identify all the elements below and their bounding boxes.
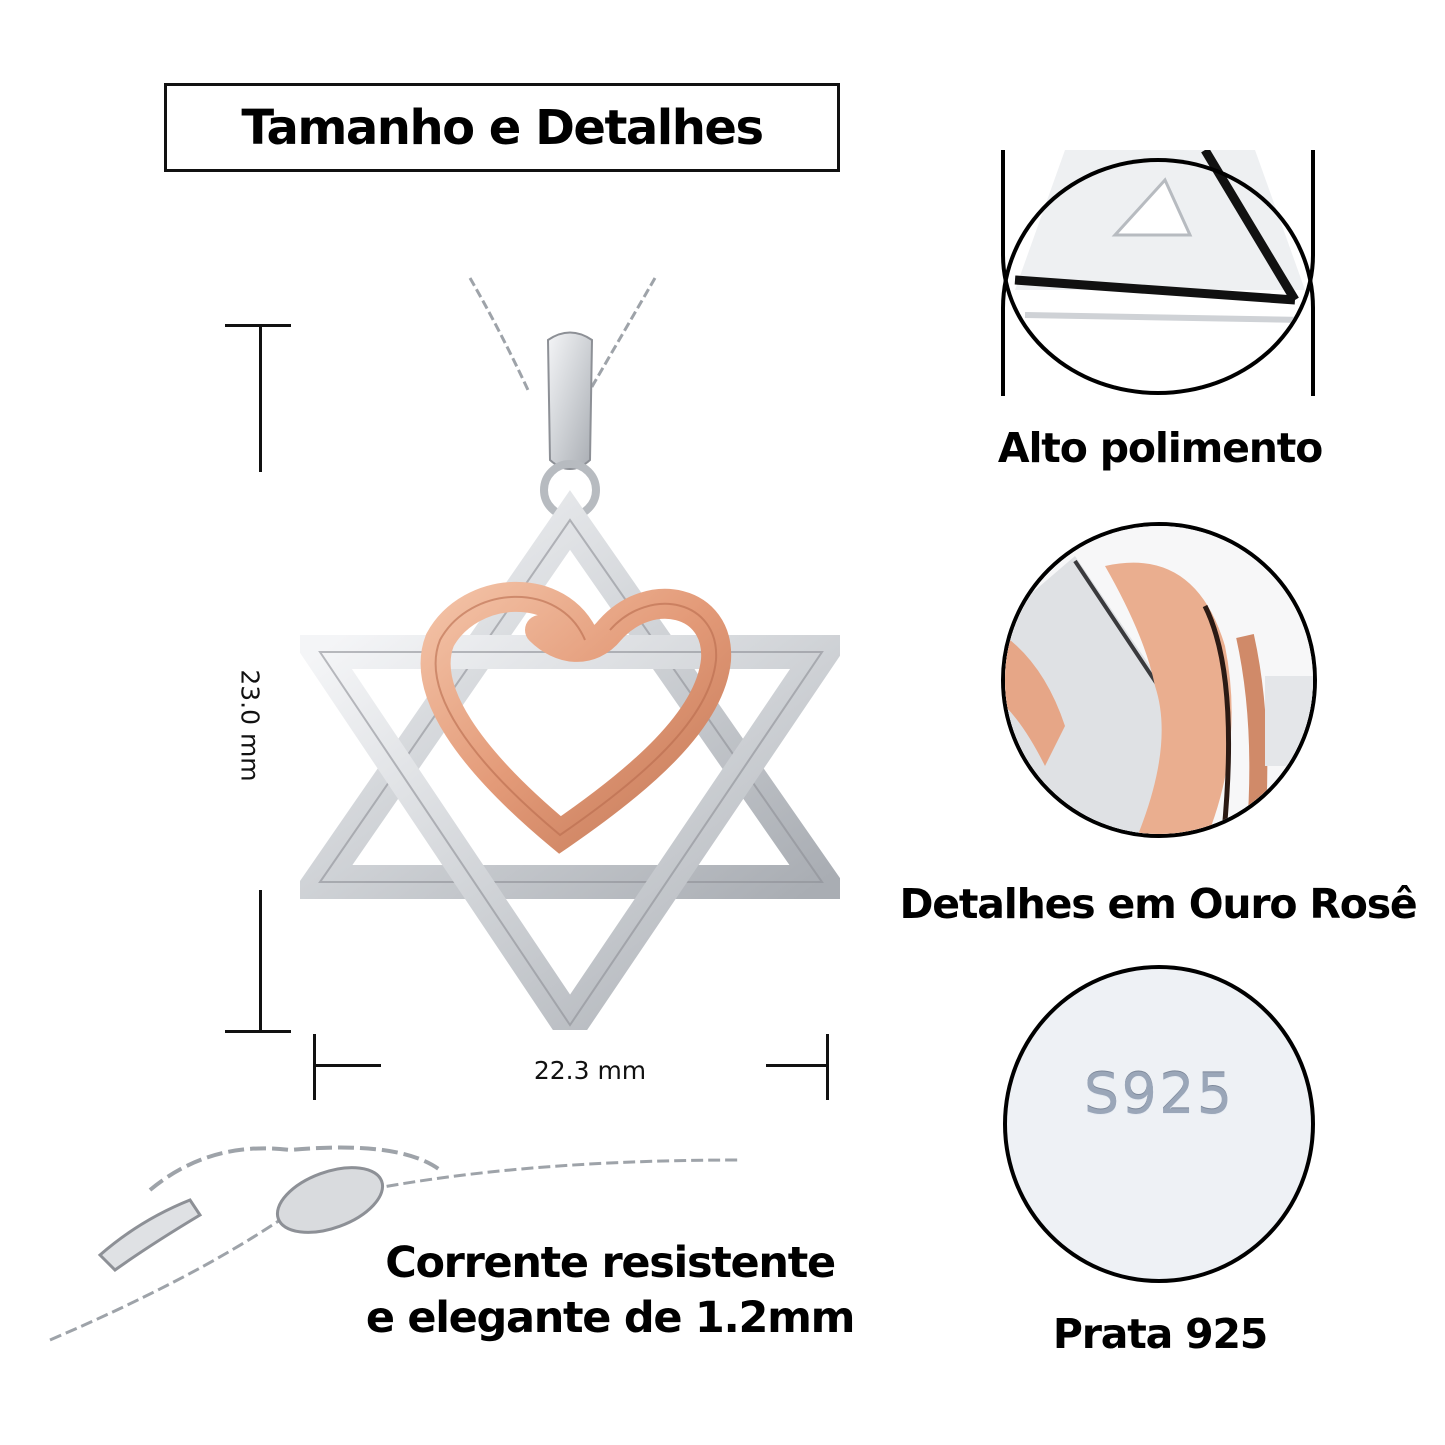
pendant-image — [300, 277, 840, 1030]
chain-caption: Corrente resistente e elegante de 1.2mm — [360, 1236, 860, 1346]
chain-clasp-image — [49, 1145, 741, 1342]
star-of-david — [300, 490, 840, 1030]
dimension-tick-left — [313, 1034, 316, 1100]
detail-circle-rose-gold — [1001, 522, 1317, 838]
detail-circle-silver-stamp: S925 — [1003, 965, 1315, 1283]
rose-gold-closeup — [1005, 526, 1313, 834]
rose-gold-heart — [420, 581, 732, 854]
dimension-line-right — [766, 1064, 828, 1067]
title-box: Tamanho e Detalhes — [164, 83, 840, 172]
dimension-line-left — [313, 1064, 381, 1067]
chain-caption-line2: e elegante de 1.2mm — [365, 1293, 856, 1343]
dimension-tick-top — [225, 324, 291, 327]
pendant-bail — [540, 331, 600, 520]
lobster-clasp — [275, 1166, 385, 1234]
width-label: 22.3 mm — [533, 1055, 647, 1085]
height-label-wrap: 23.0 mm — [210, 640, 290, 810]
height-label: 23.0 mm — [235, 668, 265, 782]
dimension-line-bottom — [259, 890, 262, 1032]
feature-caption-silver: Prata 925 — [1052, 1310, 1268, 1358]
page-title: Tamanho e Detalhes — [241, 99, 764, 156]
necklace-chain — [468, 277, 657, 391]
feature-caption-polish: Alto polimento — [997, 424, 1323, 472]
dimension-tick-bottom — [225, 1030, 291, 1033]
feature-caption-rose-gold: Detalhes em Ouro Rosê — [899, 880, 1417, 928]
width-label-wrap: 22.3 mm — [480, 1050, 700, 1090]
dimension-line-top — [259, 324, 262, 472]
chain-caption-line1: Corrente resistente — [385, 1238, 836, 1288]
s925-stamp: S925 — [1083, 1061, 1235, 1127]
dimension-tick-right — [826, 1034, 829, 1100]
chain-tag — [97, 1198, 203, 1272]
